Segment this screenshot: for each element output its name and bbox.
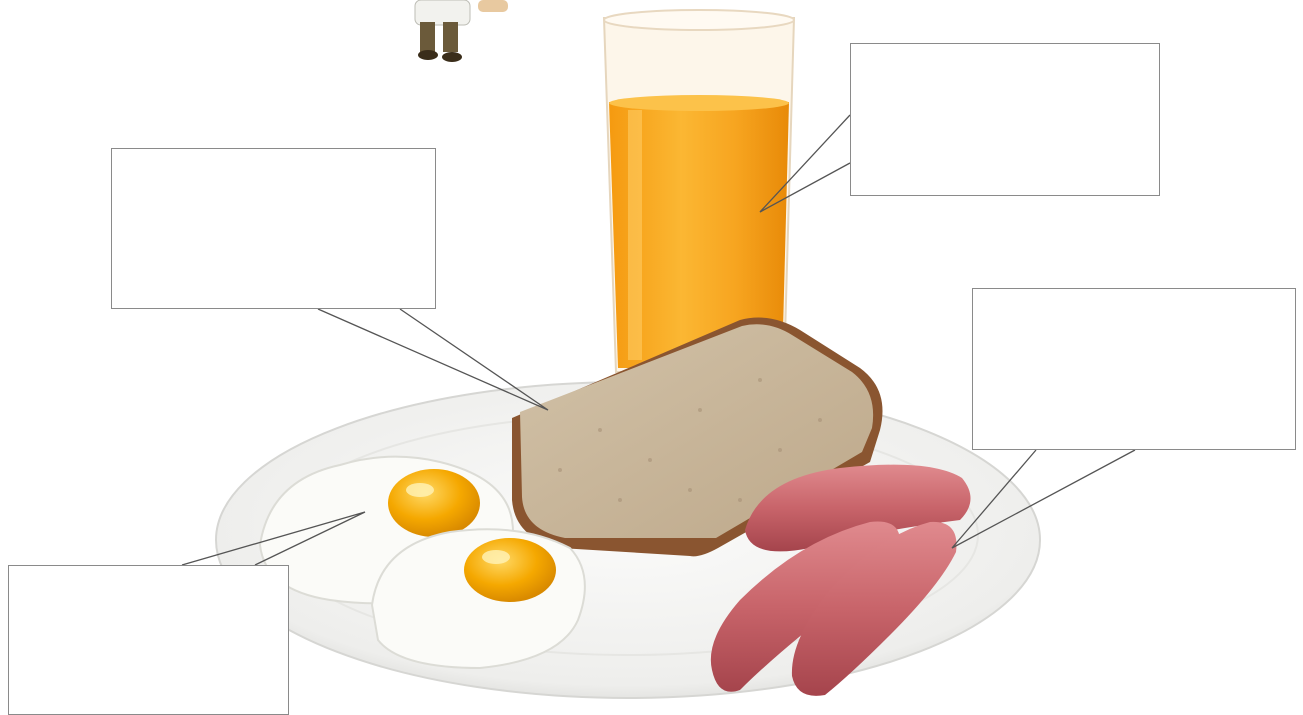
orange-juice-glass bbox=[604, 10, 794, 372]
bread-label-box[interactable] bbox=[111, 148, 436, 309]
sausage-label-box[interactable] bbox=[972, 288, 1296, 450]
cartoon-character-illustration bbox=[415, 0, 508, 62]
bread-leader-line bbox=[318, 309, 548, 410]
juice-label-box[interactable] bbox=[850, 43, 1160, 196]
eggs-label-box[interactable] bbox=[8, 565, 289, 715]
